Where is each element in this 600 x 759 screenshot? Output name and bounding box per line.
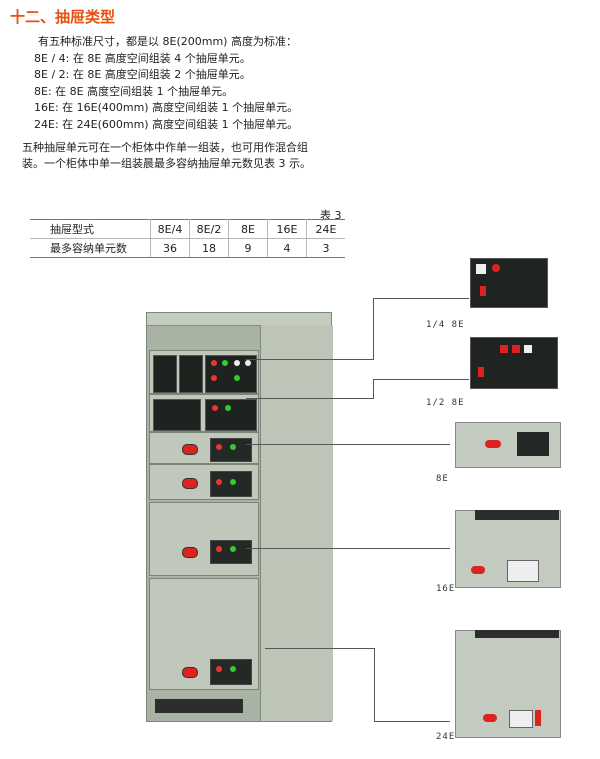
- intro-line: 8E / 4: 在 8E 高度空间组装 4 个抽屉单元。: [34, 51, 251, 65]
- table-cell: 8E/4: [150, 219, 190, 239]
- drawer-label: 16E: [436, 584, 456, 594]
- cabinet-side-column: [260, 325, 333, 721]
- description-paragraph: 五种抽屉单元可在一个柜体中作单一组装，也可用作混合组装。一个柜体中单一组装晨最多…: [22, 141, 311, 170]
- intro-line: 16E: 在 16E(400mm) 高度空间组装 1 个抽屉单元。: [34, 101, 299, 114]
- intro-line: 8E / 2: 在 8E 高度空间组装 2 个抽屉单元。: [34, 68, 251, 81]
- table-cell: 4: [267, 238, 307, 258]
- drawer-unit-8e: [149, 432, 259, 464]
- cabinet-top: [147, 313, 331, 326]
- drawer-unit-16e: [149, 502, 259, 576]
- table-cell: 36: [150, 238, 190, 258]
- drawer-unit-8e2: [149, 394, 259, 432]
- table-row: 抽屉型式 8E/4 8E/2 8E 16E 24E: [30, 219, 345, 239]
- drawer-unit-8e: [149, 464, 259, 500]
- switchgear-cabinet: [146, 312, 333, 722]
- table-caption: 表 3: [320, 209, 342, 222]
- intro-line: 有五种标准尺寸，都是以 8E(200mm) 高度为标准：: [38, 35, 297, 48]
- drawer-image-1-2-8e: [470, 337, 560, 392]
- table-cell: 24E: [306, 219, 345, 239]
- drawer-label: 1/4 8E: [426, 320, 465, 330]
- table-row-label: 最多容纳单元数: [30, 238, 151, 258]
- table-cell: 8E: [228, 219, 268, 239]
- section-title: 十二、抽屉类型: [10, 8, 116, 26]
- table-cell: 8E/2: [189, 219, 229, 239]
- intro-line: 8E: 在 8E 高度空间组装 1 个抽屉单元。: [34, 84, 234, 98]
- drawer-label: 8E: [436, 474, 449, 484]
- table-cell: 9: [228, 238, 268, 258]
- drawer-image-8e: [455, 422, 565, 472]
- drawer-label: 24E: [436, 732, 456, 742]
- drawer-image-1-4-8e: [470, 258, 550, 313]
- drawer-capacity-table: 抽屉型式 8E/4 8E/2 8E 16E 24E 最多容纳单元数 36 18 …: [30, 219, 345, 258]
- intro-text: 有五种标准尺寸，都是以 8E(200mm) 高度为标准： 8E / 4: 在 8…: [34, 34, 298, 133]
- table-cell: 16E: [267, 219, 307, 239]
- drawer-image-24e: [455, 630, 565, 740]
- table-cell: 18: [189, 238, 229, 258]
- drawer-label: 1/2 8E: [426, 398, 465, 408]
- drawer-unit-24e: [149, 578, 259, 690]
- table-row: 最多容纳单元数 36 18 9 4 3: [30, 238, 345, 258]
- drawer-image-16e: [455, 510, 565, 590]
- drawer-unit-8e4: [149, 350, 259, 394]
- table-cell: 3: [306, 238, 345, 258]
- cabinet-vent: [155, 699, 243, 713]
- intro-line: 24E: 在 24E(600mm) 高度空间组装 1 个抽屉单元。: [34, 117, 299, 131]
- table-header-label: 抽屉型式: [30, 219, 151, 239]
